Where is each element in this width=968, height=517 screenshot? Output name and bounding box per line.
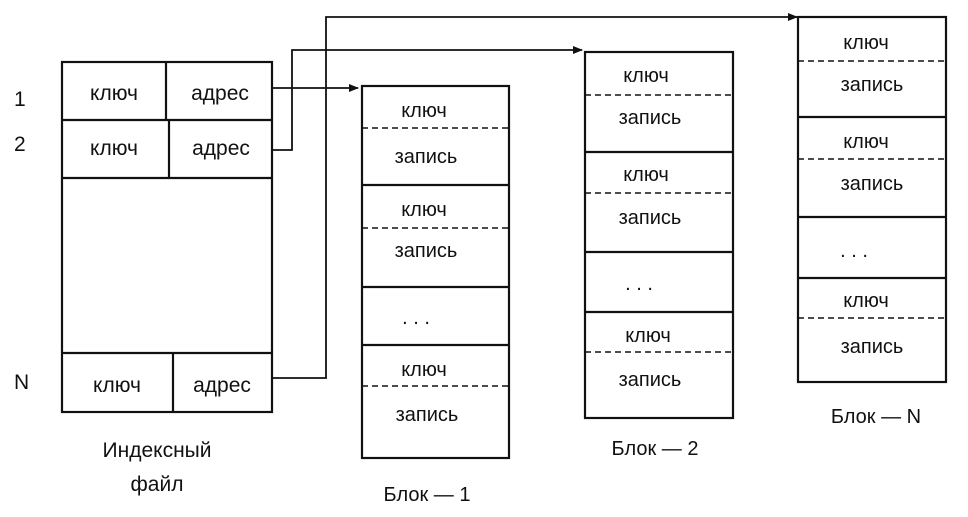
- block-2-record-3: запись: [619, 369, 682, 391]
- block-2-record-2: запись: [619, 207, 682, 229]
- block-2-key-1: ключ: [623, 65, 669, 87]
- block-2-record-1: запись: [619, 107, 682, 129]
- block-1: ключ запись ключ запись . . . ключ запис…: [360, 84, 511, 506]
- index-file-caption-line2: файл: [131, 473, 184, 496]
- block-2-ellipsis: . . .: [625, 273, 653, 295]
- block-n-caption: Блок — N: [831, 406, 921, 428]
- block-n-record-2: запись: [841, 173, 904, 195]
- index-addr-2: адрес: [192, 137, 250, 160]
- row-number-1: 1: [14, 88, 26, 111]
- block-1-ellipsis: . . .: [402, 307, 430, 329]
- block-1-caption: Блок — 1: [384, 484, 471, 506]
- row-number-n: N: [14, 371, 29, 394]
- index-key-n: ключ: [93, 374, 141, 397]
- block-n: ключ запись ключ запись . . . ключ запис…: [796, 15, 948, 428]
- block-n-record-1: запись: [841, 74, 904, 96]
- block-1-key-1: ключ: [401, 100, 447, 122]
- index-key-1: ключ: [90, 82, 138, 105]
- block-n-ellipsis: . . .: [840, 240, 868, 262]
- block-n-key-1: ключ: [843, 32, 889, 54]
- block-2: ключ запись ключ запись . . . ключ запис…: [583, 50, 735, 460]
- block-1-record-1: запись: [395, 146, 458, 168]
- block-1-record-2: запись: [395, 240, 458, 262]
- block-1-key-2: ключ: [401, 199, 447, 221]
- row-number-2: 2: [14, 133, 26, 156]
- block-1-record-3: запись: [396, 404, 459, 426]
- index-addr-1: адрес: [191, 82, 249, 105]
- block-2-key-2: ключ: [623, 164, 669, 186]
- block-n-key-2: ключ: [843, 131, 889, 153]
- pointer-arrow-block-n: [272, 13, 798, 379]
- index-key-2: ключ: [90, 137, 138, 160]
- block-2-key-3: ключ: [625, 325, 671, 347]
- block-n-record-3: запись: [841, 336, 904, 358]
- block-n-key-3: ключ: [843, 290, 889, 312]
- index-file: [60, 60, 274, 414]
- block-1-key-3: ключ: [401, 359, 447, 381]
- index-file-caption-line1: Индексный: [103, 439, 212, 462]
- block-2-caption: Блок — 2: [612, 438, 699, 460]
- pointer-arrow-block-2: [272, 46, 583, 151]
- index-addr-n: адрес: [193, 374, 251, 397]
